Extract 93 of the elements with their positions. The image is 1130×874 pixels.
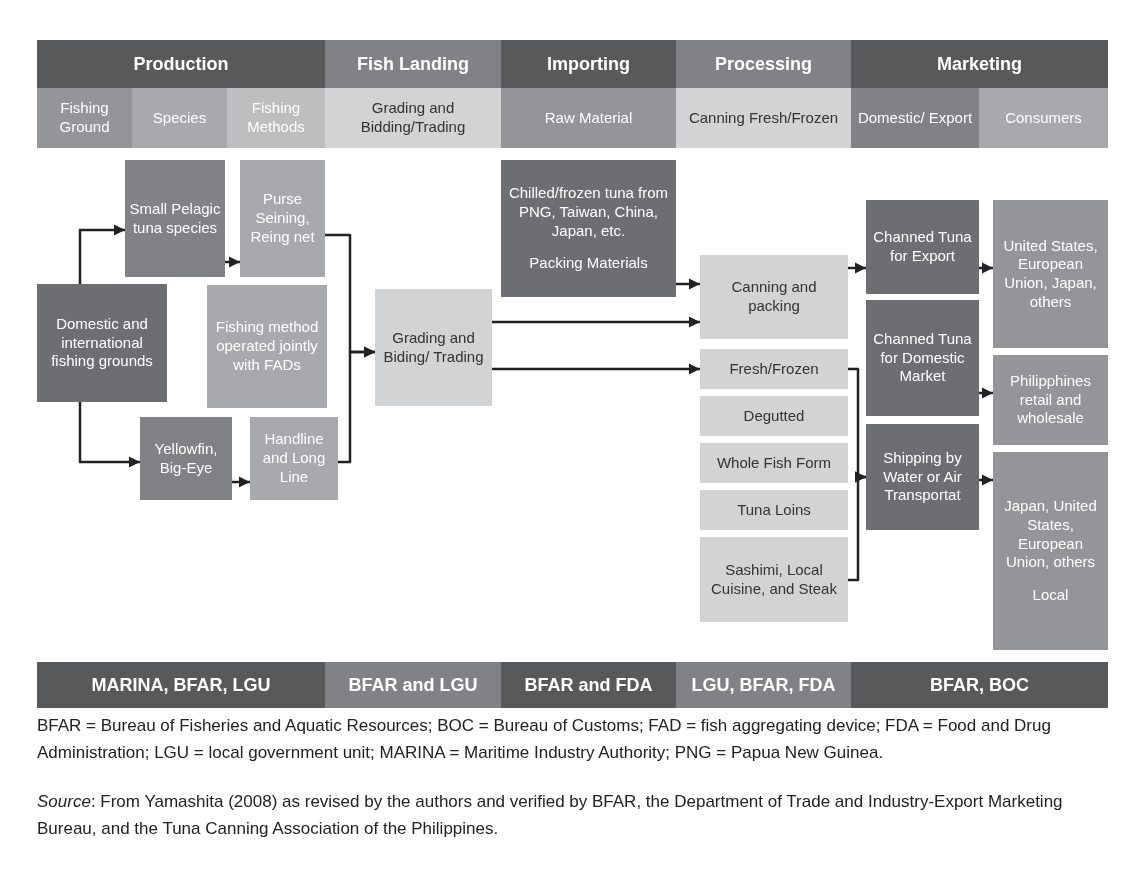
process-box — [866, 300, 979, 416]
box-label: Fishing method operated jointly with FADs — [214, 318, 320, 375]
source-note: Source: From Yamashita (2008) as revised by the authors and verified by BFAR, the Department of Trade and Industry-Export Marketing Bureau, and the Tuna Canning Association of the Philippines. — [37, 791, 1064, 841]
box-label: Handline and Long Line — [261, 430, 327, 487]
substage-header — [851, 88, 979, 148]
process-box — [240, 160, 325, 277]
substage-header — [227, 88, 325, 148]
process-box — [993, 355, 1108, 445]
process-box — [207, 285, 327, 408]
box-label: Degutted — [743, 406, 805, 426]
process-box — [866, 200, 979, 294]
process-box — [866, 424, 979, 530]
substage-header — [979, 88, 1108, 148]
arrow — [232, 476, 250, 488]
process-box — [250, 417, 338, 500]
arrow — [492, 363, 700, 375]
box-label: United States, European Union, Japan, others — [1002, 236, 1099, 312]
box-label: Shipping by Water or Air Transportat — [882, 448, 963, 506]
arrow — [979, 262, 993, 274]
box-label: Importing — [547, 52, 630, 76]
substage-header — [676, 88, 851, 148]
substage-header — [132, 88, 227, 148]
box-label: MARINA, BFAR, LGU — [91, 673, 271, 697]
box-label: Marketing — [937, 52, 1022, 76]
box-label: Channed Tuna for Export — [872, 228, 973, 266]
box-label: Domestic/ Export — [857, 108, 973, 128]
box-label: Channed Tuna for Domestic Market — [872, 329, 973, 387]
arrow — [848, 471, 866, 582]
box-label: Purse Seining, Reing net — [249, 190, 316, 247]
stage-header — [676, 40, 851, 88]
box-label: Packing Materials — [529, 254, 648, 273]
process-box — [700, 537, 848, 622]
stage-header — [325, 40, 501, 88]
arrow — [225, 256, 240, 268]
process-box — [125, 160, 225, 277]
agency-cell — [851, 662, 1108, 708]
arrow — [848, 262, 866, 274]
box-label: Raw Material — [544, 108, 633, 128]
box-label: Fish Landing — [357, 52, 469, 76]
process-box — [375, 289, 492, 406]
process-box — [140, 417, 232, 500]
footnote: BFAR = Bureau of Fisheries and Aquatic Resources; BOC = Bureau of Customs; FAD = fish aggregating device; FDA = Food and Drug Administration; LGU = local government unit; MARINA = Maritime Industry Authority; PNG = Papua New Guinea. — [37, 715, 1052, 765]
process-box — [700, 396, 848, 436]
process-box — [993, 200, 1108, 348]
process-box — [993, 452, 1108, 650]
stage-header — [501, 40, 676, 88]
agency-cell — [676, 662, 851, 708]
substage-header — [325, 88, 501, 148]
agency-cell — [501, 662, 676, 708]
box-label: BFAR and LGU — [348, 673, 478, 697]
process-box — [700, 349, 848, 389]
box-label: Grading and Biding/ Trading — [382, 328, 485, 367]
arrow — [78, 224, 125, 284]
arrow — [492, 316, 700, 328]
box-label: Local — [1032, 586, 1069, 605]
arrow — [676, 278, 700, 290]
box-label: Tuna Loins — [737, 500, 811, 520]
stage-header — [37, 40, 325, 88]
box-label: Japan, United States, European Union, others — [1003, 497, 1098, 573]
agency-cell — [37, 662, 325, 708]
box-label: Canning Fresh/Frozen — [688, 108, 839, 128]
box-label: Consumers — [1005, 108, 1082, 128]
box-label: LGU, BFAR, FDA — [691, 673, 836, 697]
box-label: Domestic and international fishing grounds — [50, 314, 154, 372]
process-box — [700, 443, 848, 483]
agency-cell — [325, 662, 501, 708]
box-label: BFAR and FDA — [524, 673, 653, 697]
box-label: Fishing Methods — [246, 99, 306, 137]
box-label: Grading and Bidding/Trading — [359, 99, 467, 137]
stage-header — [851, 40, 1108, 88]
box-label: Whole Fish Form — [716, 453, 832, 473]
box-label: Species — [152, 108, 207, 128]
box-label: Canning and packing — [730, 278, 818, 316]
box-label: Production — [133, 52, 229, 76]
box-label: Processing — [714, 52, 812, 76]
process-box — [501, 160, 676, 297]
arrow — [338, 346, 375, 464]
box-label: Small Pelagic tuna species — [129, 199, 221, 238]
arrow — [78, 402, 140, 468]
box-label: Philipphines retail and wholesale — [1009, 371, 1092, 429]
box-label: BFAR, BOC — [930, 673, 1029, 697]
process-box — [37, 284, 167, 402]
box-label: Fresh/Frozen — [729, 359, 819, 379]
box-label: Sashimi, Local Cuisine, and Steak — [710, 560, 838, 599]
process-box — [700, 255, 848, 339]
substage-header — [37, 88, 132, 148]
process-box — [700, 490, 848, 530]
arrow — [979, 474, 993, 486]
box-label: Fishing Ground — [58, 99, 111, 137]
arrow — [979, 387, 993, 399]
substage-header — [501, 88, 676, 148]
box-label: Yellowfin, Big-Eye — [153, 439, 219, 478]
box-label: Chilled/frozen tuna from PNG, Taiwan, China, Japan, etc. — [507, 184, 670, 241]
